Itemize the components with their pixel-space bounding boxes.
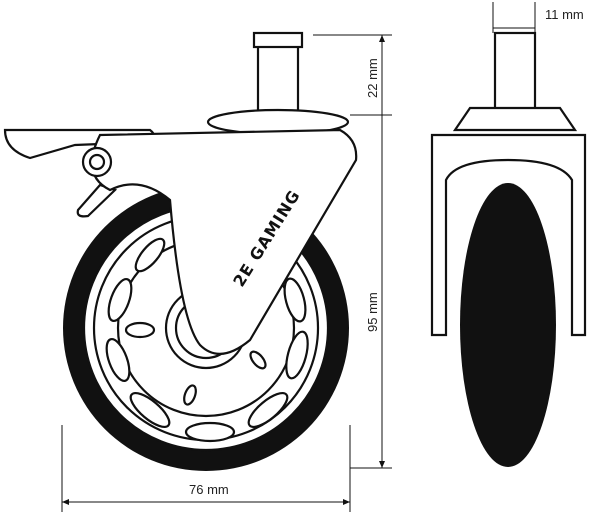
stem-cap xyxy=(252,31,304,49)
side-view: 2E GAMING xyxy=(3,31,358,471)
rim-slots xyxy=(105,237,309,443)
dim-wheel-diameter: 76 mm xyxy=(189,482,229,497)
pivot-bolt-inner xyxy=(88,153,106,171)
dimension-lines xyxy=(61,2,536,512)
dim-stem-height: 22 mm xyxy=(365,58,380,98)
side-fork xyxy=(90,128,358,355)
dim-stem-width: 11 mm xyxy=(545,7,584,22)
front-fork xyxy=(430,133,587,337)
dim-total-height: 95 mm xyxy=(365,292,380,332)
front-stem xyxy=(493,31,537,115)
front-view xyxy=(430,31,587,467)
front-tire xyxy=(460,183,556,467)
front-plate xyxy=(452,106,578,132)
brake-hook xyxy=(76,183,118,218)
